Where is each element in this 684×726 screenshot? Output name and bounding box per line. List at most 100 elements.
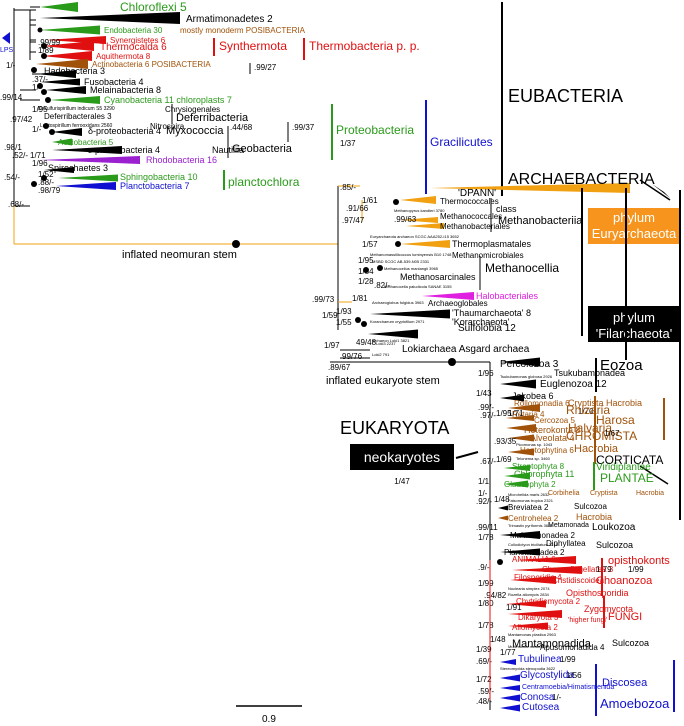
support-value: .99/63 — [394, 215, 417, 224]
taxon-label: Cryptista — [590, 490, 618, 497]
clade-triangle — [50, 96, 100, 104]
clade-triangle — [52, 138, 72, 146]
taxon-label: Nuclearia simplex 2074 — [508, 586, 550, 591]
thermobacteria-label: Thermobacteria p. p. — [309, 39, 420, 53]
support-value: .68/- — [8, 200, 24, 209]
taxon-label: Trimastix pyriformis 3682 — [508, 523, 553, 528]
taxon-label: Spirochaetes 3 — [48, 163, 108, 173]
taxon-label: Mantamonas plastica 2963 — [508, 632, 557, 637]
support-value: 1/99 — [628, 565, 644, 574]
taxon-label: Cutosea — [522, 702, 560, 713]
taxon-label: Collodictyon triciliatum 3215 — [508, 542, 559, 547]
taxon-label: Thermococcales — [440, 197, 499, 206]
taxon-label: Methanomicrobiales — [452, 251, 524, 260]
taxon-label: Methanocellia — [485, 261, 559, 275]
proteobacteria-label: Proteobacteria — [336, 123, 414, 137]
taxon-label: FUNGI — [608, 611, 642, 623]
clade-triangle — [370, 309, 450, 319]
eukaryote-stem-label: inflated eukaryote stem — [326, 375, 440, 387]
support-value: .99/- — [478, 403, 494, 412]
support-value: 1/70 — [578, 407, 594, 416]
planctochlora-label: planctochlora — [228, 175, 300, 189]
taxon-label: Rozella allomycis 2834 — [508, 592, 550, 597]
node-dot — [232, 240, 240, 248]
support-value: 1/- — [552, 693, 562, 702]
support-value: .99/27 — [254, 63, 277, 72]
clade-triangle — [368, 329, 418, 339]
node-dot — [355, 317, 361, 323]
clade-triangle — [406, 223, 444, 229]
clade-triangle — [40, 12, 180, 24]
clade-triangle — [58, 174, 118, 182]
taxon-label: Hacrobia — [576, 512, 612, 522]
taxon-label: Filosporidia 4 — [514, 573, 562, 582]
taxon-label: Methanobacteriales — [440, 222, 510, 231]
lps-label: LPS — [0, 47, 14, 54]
filarchaeota-box — [588, 306, 680, 342]
node-dot — [31, 67, 37, 73]
taxon-label: Myxococcia — [166, 125, 224, 137]
taxon-label: Desulfurispirillum indicum S5 3290 — [38, 106, 115, 112]
clade-triangle — [36, 59, 88, 69]
support-value: .92/- — [476, 497, 492, 506]
clade-triangle — [40, 25, 100, 35]
taxon-label: Methanocella paludicola SANAE 3155 — [384, 284, 452, 289]
clade-triangle — [498, 505, 508, 511]
taxon-label: Percolozoa 3 — [500, 359, 559, 370]
taxon-label: Sulfolobia 12 — [458, 323, 516, 334]
taxon-label: Synergistetes 6 — [110, 36, 166, 45]
clade-triangle — [42, 51, 92, 61]
clade-triangle — [400, 196, 436, 204]
support-value: 1/- — [32, 125, 42, 134]
taxon-label: Zygomycota — [584, 604, 633, 614]
clade-triangle — [508, 610, 562, 618]
taxon-label: Tsukubamonadea — [554, 368, 625, 378]
node-dot — [41, 175, 47, 181]
taxon-label: Methanocellus maniangii 3965 — [384, 266, 439, 271]
taxon-label: Lokiarchaea Asgard archaea — [402, 344, 530, 355]
taxon-label: Endobacteria 30 — [104, 26, 163, 35]
taxon-label: Deferribacterales 3 — [44, 112, 112, 121]
taxon-label: Glycostylida — [520, 670, 574, 681]
clade-triangle — [498, 515, 508, 521]
taxon-label: Archaeoglobales — [428, 299, 488, 308]
arrow — [652, 184, 670, 198]
support-value: 1/99 — [560, 655, 576, 664]
support-value: .48/- — [476, 697, 492, 706]
clade-triangle — [40, 156, 140, 164]
taxon-label: Glaucophyta 2 — [504, 480, 556, 489]
taxon-label: Methanobacteriia — [498, 215, 583, 227]
taxon-label: ANIMALIA 6 — [512, 555, 556, 564]
arrow — [455, 451, 479, 459]
clade-triangle — [500, 357, 540, 367]
clade-triangle — [500, 674, 520, 682]
clade-triangle — [430, 183, 630, 193]
taxon-label: Tsukubamonas globosa 2926 — [500, 374, 553, 379]
taxon-label: Methanococcales — [440, 212, 502, 221]
gracilicutes-label: Gracilicutes — [430, 135, 493, 149]
support-value: .69/- — [476, 657, 492, 666]
opisthokonts-label: opisthokonts — [608, 555, 670, 567]
support-value: .52/- — [12, 151, 28, 160]
support-value: .98/1 — [4, 143, 22, 152]
support-value: 1/72 — [476, 675, 492, 684]
taxon-label: Euryarchaeota archaeon SCGC AAA252-I15 3… — [370, 234, 460, 239]
clade-triangle — [40, 2, 78, 12]
clade-triangle — [508, 448, 534, 456]
taxon-label: Cristidiscoidea — [552, 576, 605, 585]
taxon-label: Malawimonadea 2 — [510, 531, 575, 540]
clade-triangle — [508, 404, 540, 412]
node-dot — [31, 181, 37, 187]
synthermota-label: Synthermota — [219, 39, 287, 53]
node-dot — [497, 559, 503, 565]
support-value: 1/- — [32, 83, 42, 92]
support-value: 1/77 — [500, 648, 516, 657]
taxon-label: Armatimonadetes 2 — [186, 14, 273, 25]
taxon-label: Euglenozoa 12 — [540, 379, 607, 390]
support-value: 1/48 — [494, 495, 510, 504]
clade-triangle — [52, 146, 122, 154]
support-value: .99/37 — [292, 123, 315, 132]
support-value: 1/59 — [322, 311, 338, 320]
clade-triangle — [400, 217, 438, 223]
